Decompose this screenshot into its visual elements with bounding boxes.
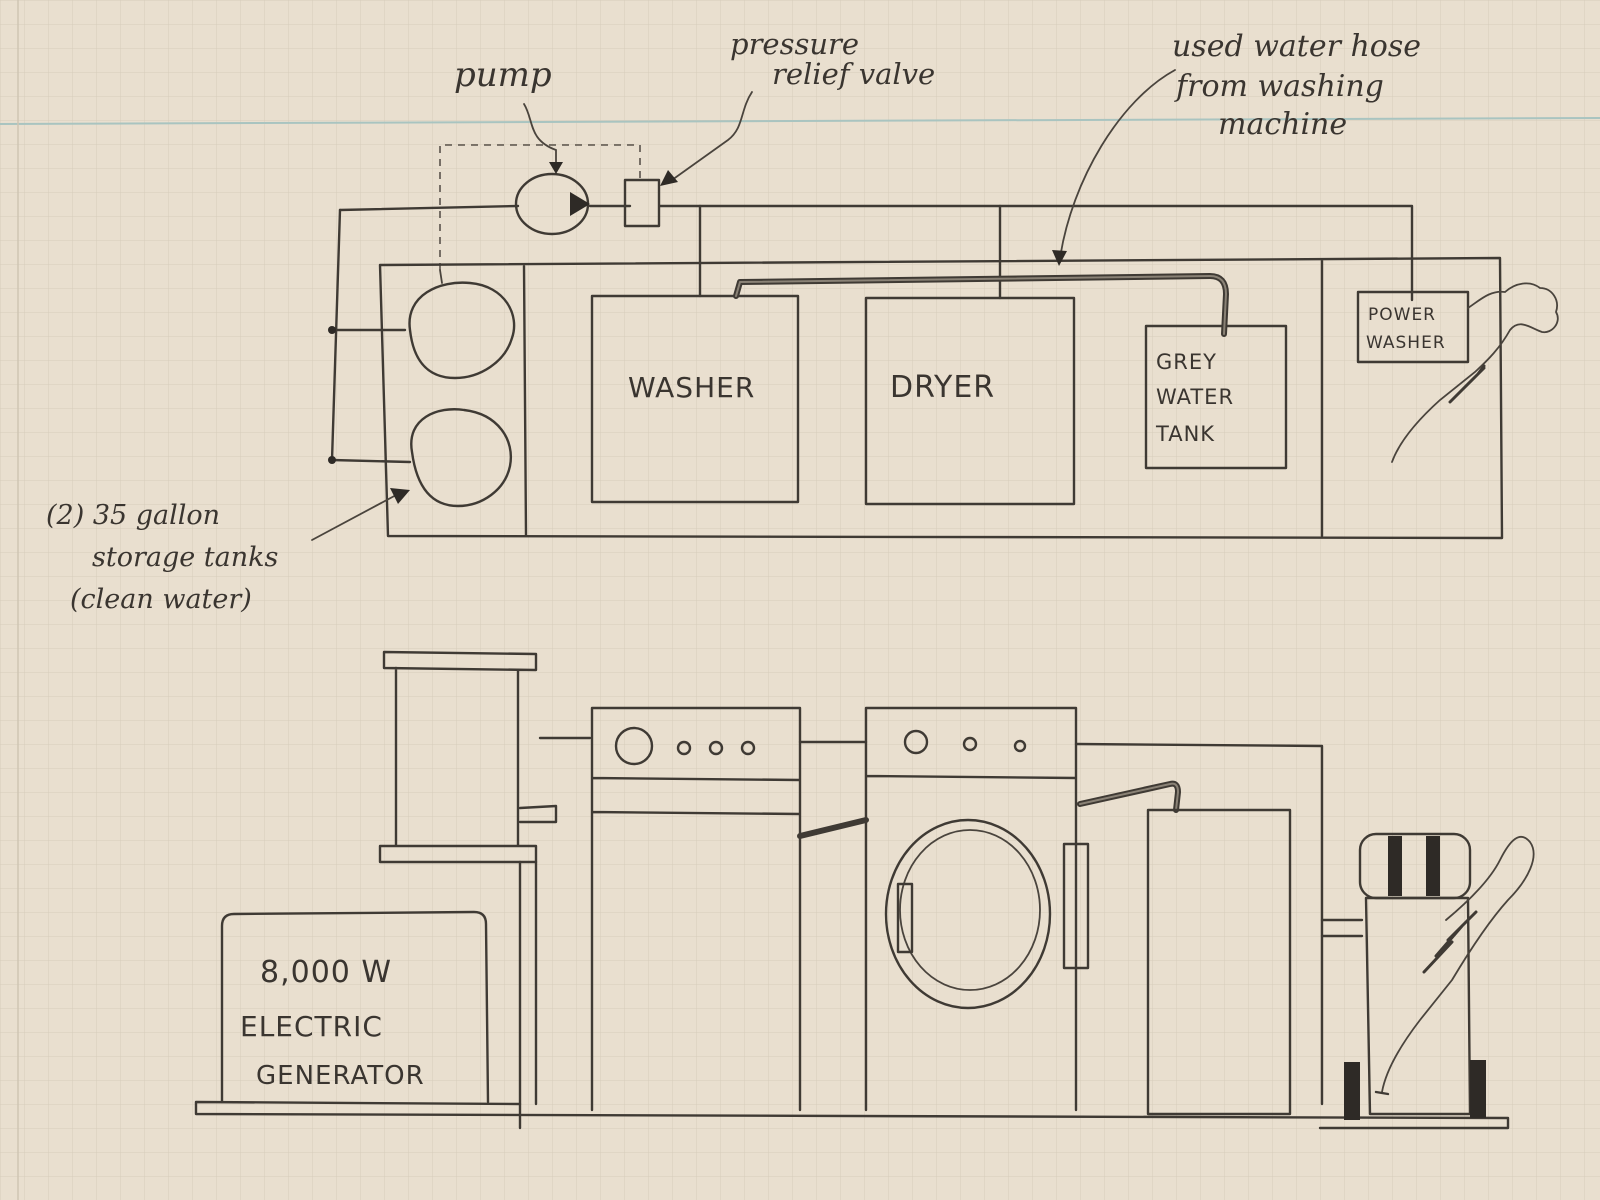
gen-label-line3: GENERATOR [256, 1061, 425, 1091]
washer-label: WASHER [628, 371, 755, 404]
grey-label-line3: TANK [1155, 422, 1215, 446]
tank-shelf-stand [378, 650, 538, 864]
power-label-line1: POWER [1368, 305, 1436, 325]
tank-outlet-fitting [518, 804, 558, 824]
front-view: 8,000 W ELECTRIC GENERATOR [194, 650, 1535, 1130]
tanks-label-line1: (2) 35 gallon [46, 500, 220, 531]
dashed-return-line [439, 144, 641, 270]
relief-label-line1: pressure [730, 27, 859, 61]
power-washer-hose-top [1391, 282, 1559, 463]
grey-water-tank-top [1144, 324, 1288, 470]
cabinet-outline-top [378, 256, 1504, 540]
branch-pipes [698, 204, 1002, 300]
washer-front [590, 706, 802, 1112]
grey-water-tank-front [1146, 808, 1292, 1116]
dryer-door-handle [896, 882, 914, 954]
valve-pointer-arrow [671, 91, 753, 181]
hose-pointer-arrow [1059, 69, 1176, 259]
storage-tank-1 [408, 269, 516, 380]
dryer-door [884, 818, 1052, 1010]
tanks-label-line3: (clean water) [70, 584, 252, 615]
relief-label-line2: relief valve [772, 57, 935, 91]
shelf-leg [518, 860, 538, 1130]
grey-label-line2: WATER [1156, 385, 1234, 409]
margin-rule [0, 117, 1600, 125]
generator-body [220, 910, 490, 1104]
power-washer-box-top [1356, 290, 1470, 364]
dryer-door-hinge [1062, 842, 1090, 970]
tanks-label-line2: storage tanks [92, 542, 278, 573]
gen-label-line1: 8,000 W [260, 955, 392, 990]
washer-dryer-hose [797, 817, 869, 839]
grey-label-line1: GREY [1156, 350, 1217, 374]
left-manifold-pipe [330, 208, 412, 464]
gen-label-line2: ELECTRIC [240, 1010, 383, 1043]
storage-tank-2 [410, 408, 513, 508]
pump-label: pump [454, 55, 552, 95]
power-label-line2: WASHER [1366, 333, 1446, 353]
power-washer-unit [1320, 832, 1535, 1120]
washer-box-top [590, 294, 800, 504]
dryer-front [864, 706, 1090, 1112]
top-view: WASHER DRYER GREY WATER TANK POWER WASHE… [46, 27, 1559, 615]
back-supply-pipe [538, 736, 1324, 1106]
dryer-label: DRYER [890, 370, 995, 405]
pressure-relief-valve [623, 178, 661, 228]
dryer-box-top [864, 296, 1076, 506]
hose-label-line1: used water hose [1172, 29, 1421, 64]
hose-label-line2: from washing [1174, 69, 1384, 104]
pump-pointer-arrow [523, 103, 557, 169]
floor-line [194, 1100, 1510, 1130]
tanks-pointer-arrow [311, 493, 399, 541]
supply-pipe [338, 204, 1414, 302]
power-washer-wand [1381, 836, 1535, 1093]
pump-icon [514, 172, 590, 236]
hose-label-line3: machine [1218, 107, 1347, 142]
